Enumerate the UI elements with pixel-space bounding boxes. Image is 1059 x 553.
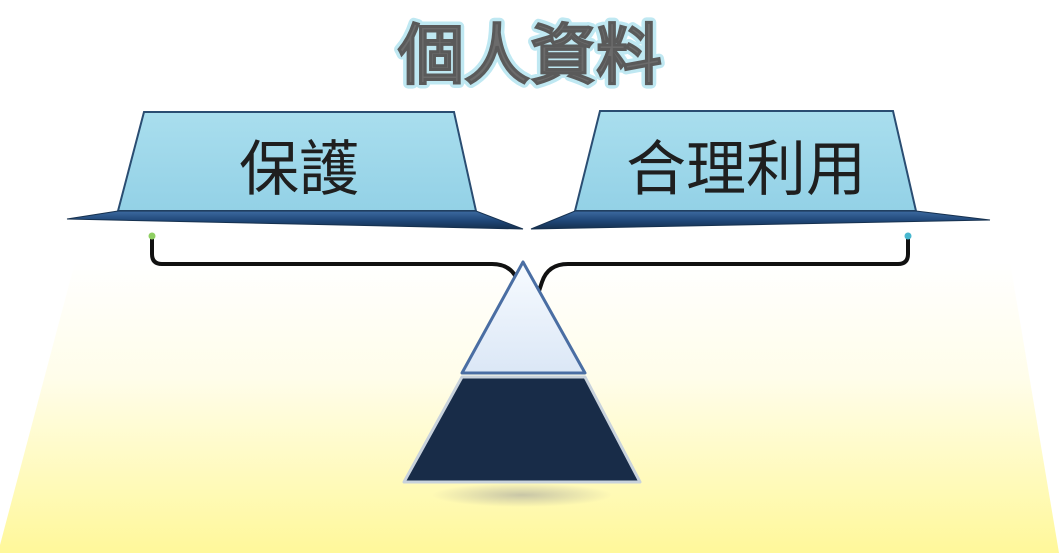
fulcrum — [402, 260, 642, 484]
left-hook-dot — [148, 232, 156, 240]
right-pan: 合理利用 — [530, 110, 991, 230]
left-pan-tray — [66, 210, 524, 230]
fulcrum-base — [402, 375, 642, 484]
title-glow: 個人資料 — [397, 17, 662, 94]
right-pan-label: 合理利用 — [626, 135, 866, 205]
right-hook-dot — [904, 232, 912, 240]
fulcrum-top — [460, 260, 587, 375]
left-pan-label: 保護 — [239, 135, 359, 205]
page-title: 個人資料 — [397, 17, 662, 94]
right-arm-wire — [534, 236, 910, 301]
fulcrum-shadow — [432, 483, 612, 507]
right-pan-tray — [530, 210, 991, 230]
left-pan: 保護 — [66, 111, 524, 230]
